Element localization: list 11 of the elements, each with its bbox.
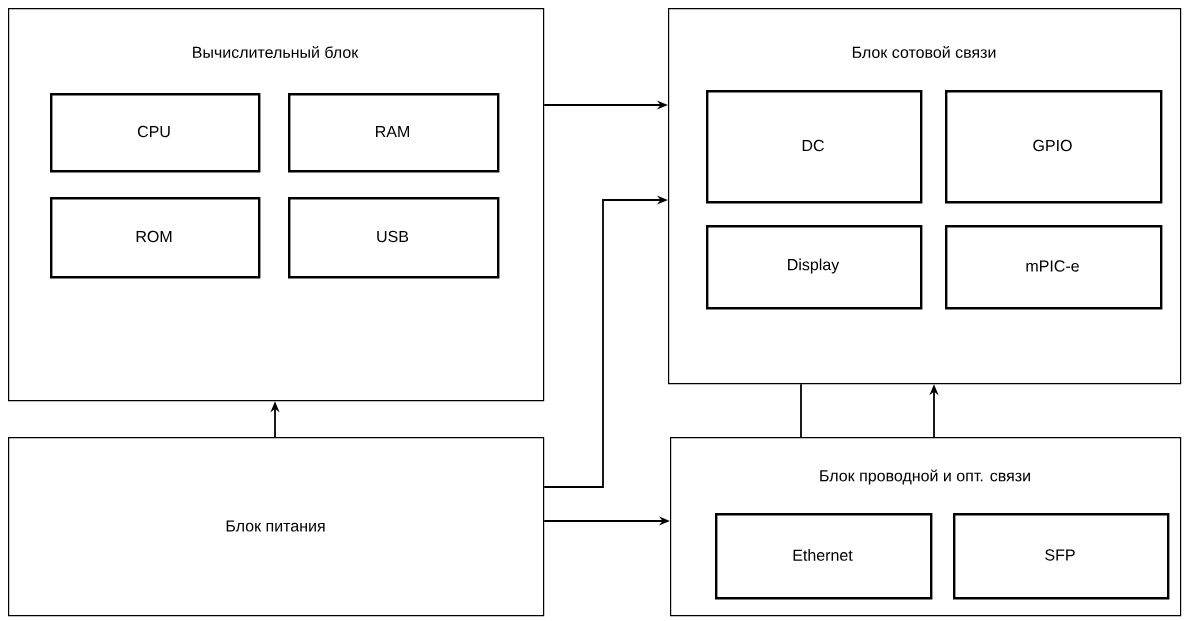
module-box: Display [706, 225, 923, 310]
block-box: Блок питания [8, 437, 545, 617]
module-box: mPIC-e [945, 225, 1163, 310]
module-box: Ethernet [715, 513, 933, 600]
module-box: CPU [50, 93, 261, 173]
module-box: ROM [50, 197, 261, 279]
module-box: SFP [953, 513, 1170, 600]
module-box: DC [706, 90, 923, 204]
module-box: USB [288, 197, 500, 279]
module-box: GPIO [945, 90, 1163, 204]
module-box: RAM [288, 93, 500, 173]
